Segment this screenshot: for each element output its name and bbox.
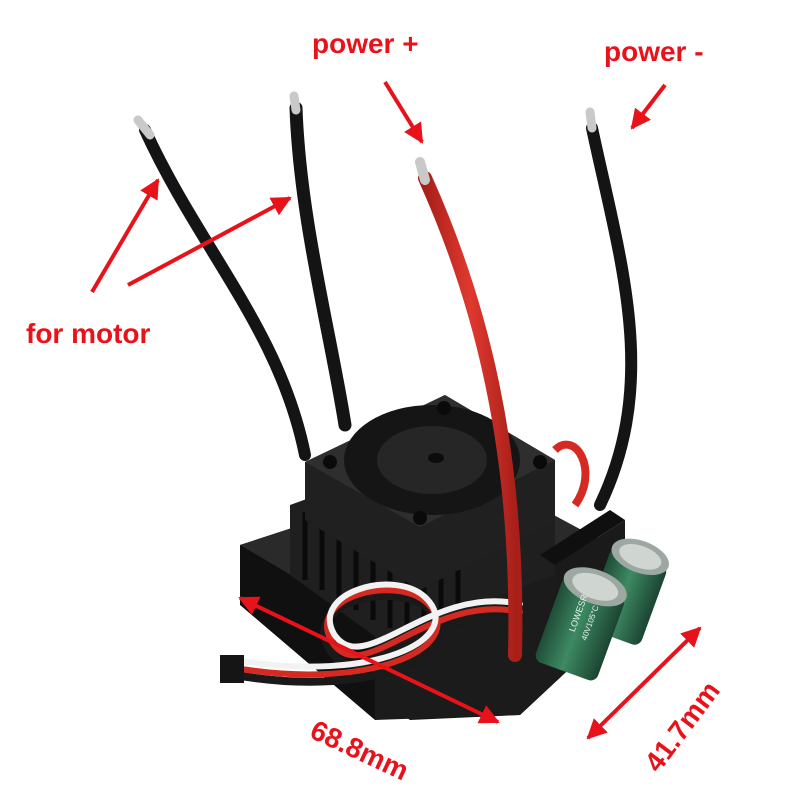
fan-icon <box>305 395 555 590</box>
power-negative-wire <box>585 107 638 511</box>
arrow-icon <box>127 196 292 287</box>
for-motor-label: for motor <box>26 318 151 349</box>
power-plus-label: power + <box>312 28 419 59</box>
arrow-icon <box>238 596 500 724</box>
arrow-icon <box>383 80 424 144</box>
arrow-icon <box>630 83 667 130</box>
motor-wire-1 <box>133 115 311 461</box>
motor-wire-2 <box>289 91 352 432</box>
annotation-arrows <box>90 80 702 740</box>
power-positive-wire <box>415 157 590 662</box>
arrow-icon <box>90 178 160 294</box>
arrow-icon <box>586 626 702 740</box>
power-minus-label: power - <box>604 36 704 67</box>
capacitor-icon: LOWESR 40V105°C <box>535 538 669 681</box>
